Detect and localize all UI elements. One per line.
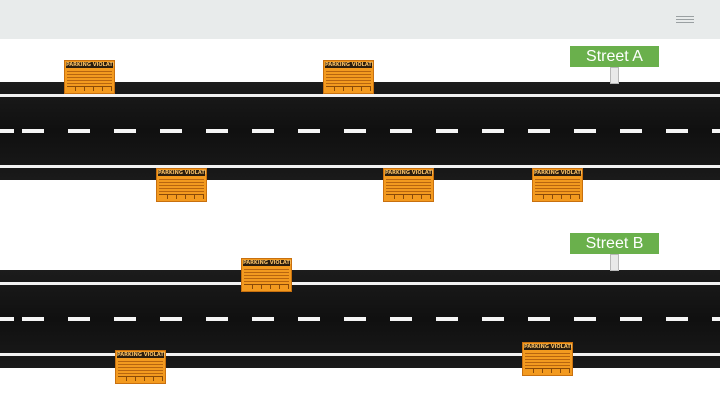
parking-ticket[interactable]: PARKING VIOLATION	[532, 168, 583, 202]
street-sign-label: Street B	[570, 233, 659, 254]
parking-ticket[interactable]: PARKING VIOLATION	[115, 350, 166, 384]
parking-ticket[interactable]: PARKING VIOLATION	[383, 168, 434, 202]
road-street-b	[0, 270, 720, 368]
parking-ticket[interactable]: PARKING VIOLATION	[323, 60, 374, 94]
road-street-a	[0, 82, 720, 180]
ticket-title: PARKING VIOLATION	[524, 344, 573, 350]
street-sign-a: Street A	[570, 46, 659, 84]
parking-ticket[interactable]: PARKING VIOLATION	[156, 168, 207, 202]
sign-post	[610, 67, 619, 84]
ticket-title: PARKING VIOLATION	[66, 62, 115, 68]
parking-ticket[interactable]: PARKING VIOLATION	[64, 60, 115, 94]
road-edge-line	[0, 353, 720, 356]
ticket-title: PARKING VIOLATION	[243, 260, 292, 266]
ticket-title: PARKING VIOLATION	[534, 170, 583, 176]
parking-ticket[interactable]: PARKING VIOLATION	[241, 258, 292, 292]
top-bar	[0, 0, 720, 39]
sign-post	[610, 254, 619, 271]
ticket-title: PARKING VIOLATION	[158, 170, 207, 176]
parking-ticket[interactable]: PARKING VIOLATION	[522, 342, 573, 376]
road-edge-line	[0, 282, 720, 285]
road-edge-line	[0, 165, 720, 168]
lane-divider	[0, 129, 720, 133]
ticket-title: PARKING VIOLATION	[385, 170, 434, 176]
road-edge-line	[0, 94, 720, 97]
hamburger-menu-icon[interactable]	[676, 16, 694, 23]
ticket-title: PARKING VIOLATION	[325, 62, 374, 68]
street-sign-label: Street A	[570, 46, 659, 67]
ticket-title: PARKING VIOLATION	[117, 352, 166, 358]
street-sign-b: Street B	[570, 233, 659, 271]
lane-divider	[0, 317, 720, 321]
